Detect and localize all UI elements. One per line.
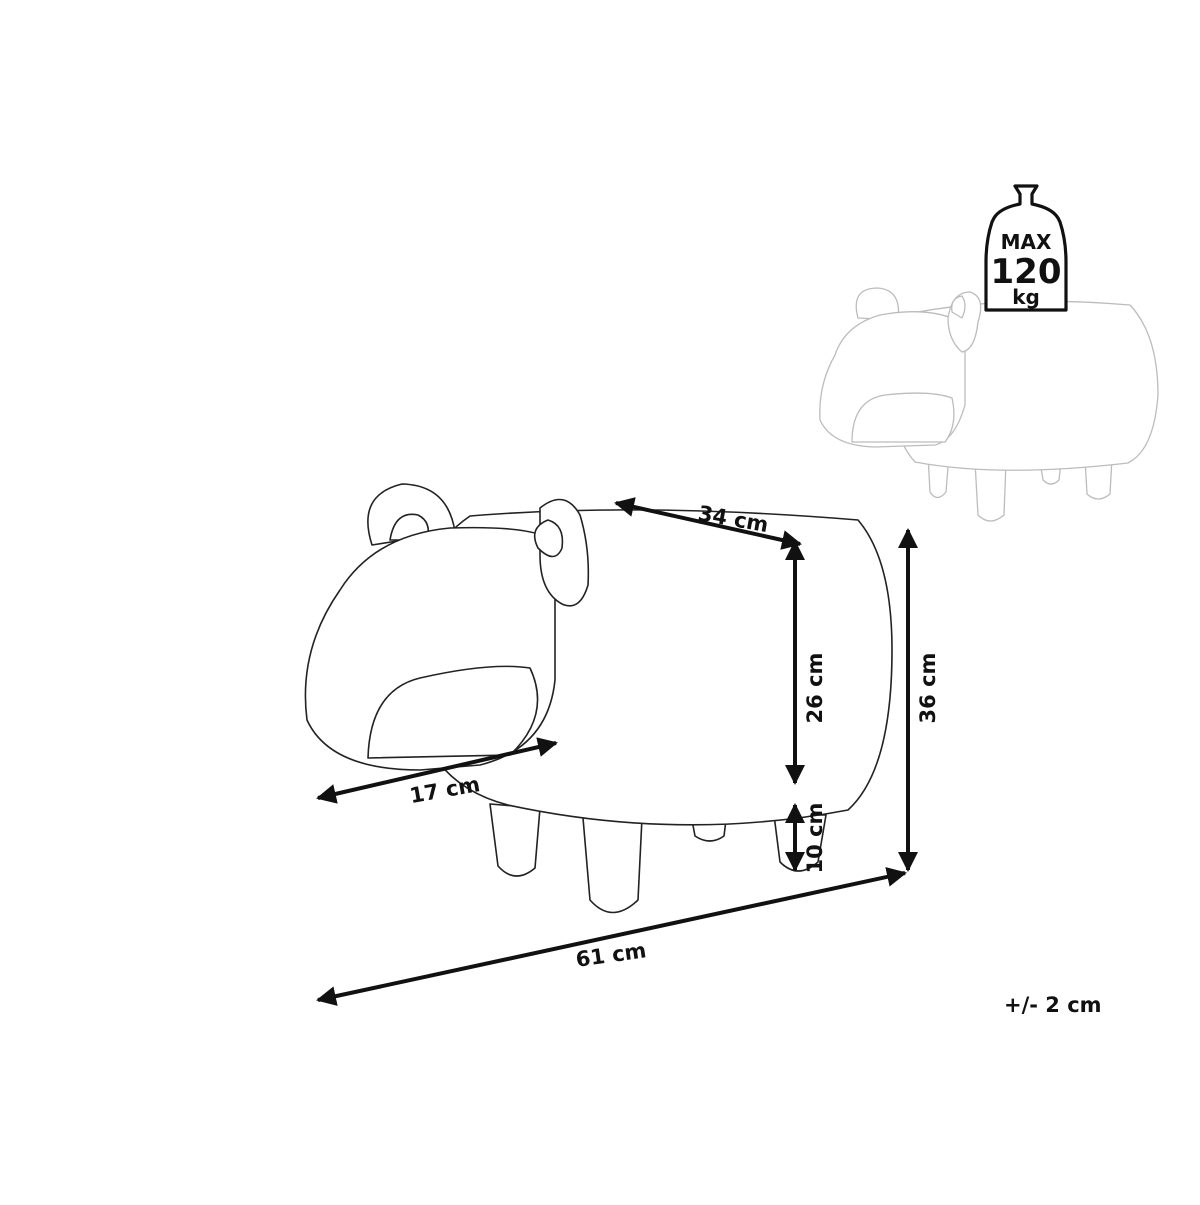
- weight-icon: MAX 120 kg: [984, 184, 1068, 312]
- max-label: MAX: [1001, 230, 1052, 254]
- reference-ottoman-outline: [819, 287, 1159, 522]
- weight-unit: kg: [1012, 285, 1040, 309]
- tolerance-note: +/- 2 cm: [1004, 993, 1102, 1017]
- label-leg-height: 10 cm: [803, 803, 827, 874]
- weight-value: 120: [991, 252, 1062, 292]
- dimension-line-total-length: [316, 867, 907, 1006]
- dimension-line-head-depth: [316, 737, 558, 804]
- label-head-depth: 17 cm: [408, 772, 482, 808]
- label-seat-height: 26 cm: [803, 653, 827, 724]
- label-total-height: 36 cm: [916, 653, 940, 724]
- dimension-line-depth-top: [614, 497, 802, 550]
